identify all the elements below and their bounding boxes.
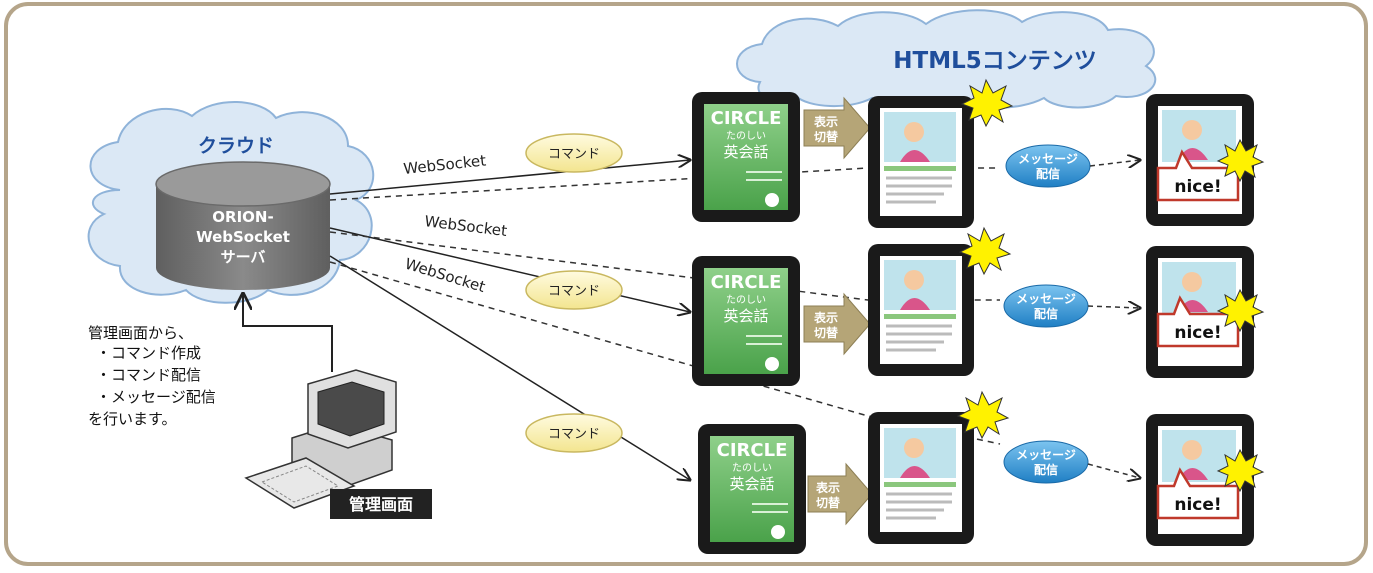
ebook-tablet-1: CIRCLE たのしい 英会話 bbox=[692, 92, 800, 222]
ebook-main: 英会話 bbox=[729, 475, 774, 493]
ebook-subtitle: たのしい bbox=[732, 462, 772, 474]
switch-arrow-1: 表示 切替 bbox=[803, 96, 871, 160]
websocket-line-3 bbox=[329, 255, 690, 480]
message-label-2b: 配信 bbox=[1034, 306, 1058, 321]
switch-label-3a: 表示 bbox=[815, 480, 840, 495]
nice-label-3: nice! bbox=[1174, 495, 1221, 515]
client-row-3: CIRCLE たのしい 英会話 表示 切替 メッセージ bbox=[698, 390, 1265, 554]
message-bubble-2: メッセージ 配信 bbox=[1003, 284, 1089, 328]
websocket-line-1 bbox=[329, 160, 690, 195]
message-label-1a: メッセージ bbox=[1018, 152, 1078, 166]
ebook-title: CIRCLE bbox=[711, 108, 782, 129]
message-bubble-1: メッセージ 配信 bbox=[1005, 144, 1091, 188]
ebook-tablet-3: CIRCLE たのしい 英会話 bbox=[698, 424, 806, 554]
ebook-title: CIRCLE bbox=[711, 272, 782, 293]
admin-note: 管理画面から、 ・コマンド作成 ・コマンド配信 ・メッセージ配信 を行います。 bbox=[88, 324, 216, 428]
ebook-tablet-2: CIRCLE たのしい 英会話 bbox=[692, 256, 800, 386]
switch-label-2a: 表示 bbox=[813, 310, 838, 325]
admin-note-line3: ・コマンド配信 bbox=[96, 366, 201, 384]
websocket-line-2 bbox=[329, 227, 690, 312]
ebook-subtitle: たのしい bbox=[726, 294, 766, 306]
client-row-2: CIRCLE たのしい 英会話 表示 切替 メッセージ bbox=[692, 226, 1265, 386]
cloud-label: クラウド bbox=[198, 135, 274, 157]
switch-label-1b: 切替 bbox=[814, 129, 839, 144]
message-label-2a: メッセージ bbox=[1016, 292, 1076, 306]
switch-arrow-2: 表示 切替 bbox=[803, 292, 871, 356]
ebook-subtitle: たのしい bbox=[726, 130, 766, 142]
ebook-main: 英会話 bbox=[723, 143, 768, 161]
switch-label-1a: 表示 bbox=[813, 114, 838, 129]
switch-arrow-3: 表示 切替 bbox=[807, 462, 873, 526]
command-label-1: コマンド bbox=[548, 147, 600, 162]
ebook-title: CIRCLE bbox=[717, 440, 788, 461]
nice-label-2: nice! bbox=[1174, 323, 1221, 343]
command-label-3: コマンド bbox=[548, 427, 600, 442]
admin-label-box bbox=[330, 489, 432, 519]
content-tablet-2 bbox=[868, 244, 974, 376]
starburst-3b bbox=[1216, 448, 1265, 493]
message-bubble-3: メッセージ 配信 bbox=[1003, 440, 1089, 484]
client-row-1: CIRCLE たのしい 英会話 表示 切替 bbox=[692, 78, 1265, 228]
dashed-line-1 bbox=[329, 167, 1000, 201]
nice-label-1: nice! bbox=[1174, 177, 1221, 197]
admin-pc-icon bbox=[244, 369, 397, 509]
server-line2: WebSocket bbox=[196, 228, 290, 246]
server-line3: サーバ bbox=[221, 248, 266, 266]
content-tablet-3 bbox=[868, 412, 974, 544]
switch-label-3b: 切替 bbox=[816, 495, 841, 510]
final-tablet-2: nice! bbox=[1146, 246, 1254, 378]
switch-label-2b: 切替 bbox=[814, 325, 839, 340]
command-bubble-2: コマンド bbox=[525, 270, 623, 310]
admin-label: 管理画面 bbox=[349, 495, 413, 514]
starburst-2 bbox=[958, 226, 1012, 276]
message-label-1b: 配信 bbox=[1036, 166, 1060, 181]
admin-to-server-arrow bbox=[243, 294, 333, 372]
content-tablet-1 bbox=[868, 96, 974, 228]
message-label-3b: 配信 bbox=[1034, 462, 1058, 477]
starburst-1b bbox=[1216, 138, 1265, 183]
command-label-2: コマンド bbox=[548, 284, 600, 299]
server-cylinder: ORION- WebSocket サーバ bbox=[155, 161, 331, 290]
starburst-1 bbox=[960, 78, 1014, 128]
server-line1: ORION- bbox=[212, 208, 273, 226]
html5-cloud: HTML5コンテンツ bbox=[736, 9, 1157, 110]
command-bubble-1: コマンド bbox=[525, 133, 623, 173]
admin-note-line1: 管理画面から、 bbox=[88, 324, 193, 342]
message-label-3a: メッセージ bbox=[1016, 448, 1076, 462]
html5-title: HTML5コンテンツ bbox=[893, 48, 1097, 74]
final-tablet-3: nice! bbox=[1146, 414, 1254, 546]
starburst-2b bbox=[1216, 288, 1265, 333]
starburst-3 bbox=[956, 390, 1010, 440]
admin-note-line2: ・コマンド作成 bbox=[96, 344, 201, 362]
admin-note-line4: ・メッセージ配信 bbox=[96, 388, 216, 406]
admin-note-line5: を行います。 bbox=[88, 410, 177, 428]
ebook-main: 英会話 bbox=[723, 307, 768, 325]
command-bubble-3: コマンド bbox=[525, 413, 623, 453]
